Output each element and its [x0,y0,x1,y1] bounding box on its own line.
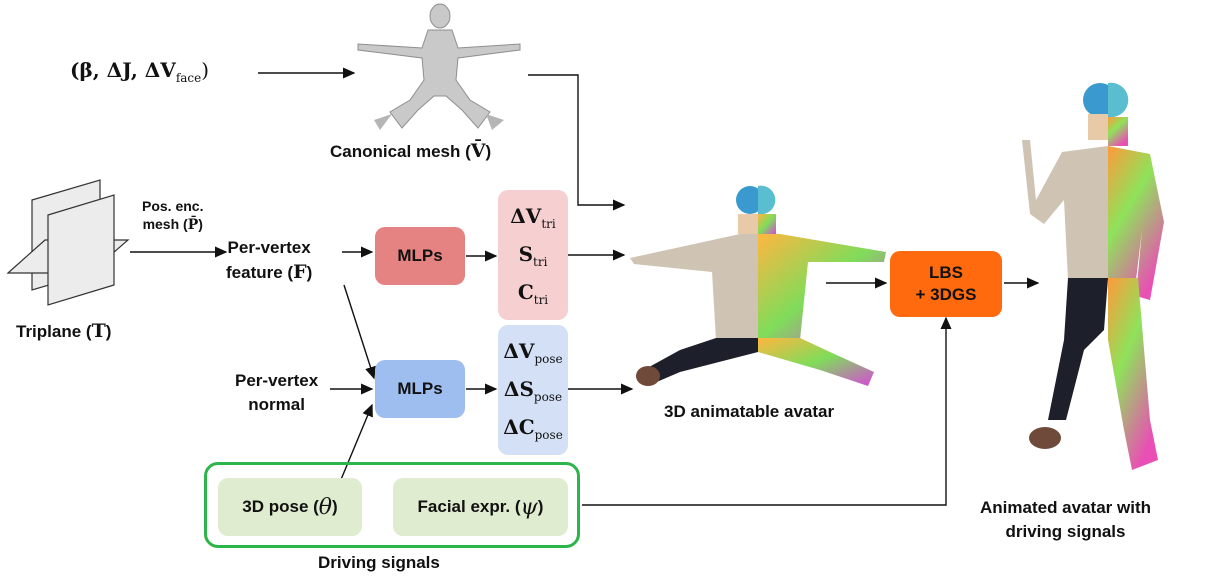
mlp-box-pose: MLPs [375,360,465,418]
mlp-box-triplane: MLPs [375,227,465,285]
canonical-mesh-label: Canonical mesh (V̄) [330,140,492,162]
per-vertex-feature-label: Per-vertex feature (F) [226,238,313,283]
pose-signal-box: 3D pose (θ) [218,478,362,536]
arrow-driving-to-lbs [582,316,952,506]
driving-signals-title: Driving signals [318,553,440,572]
output-delta-s-pose: ΔSpose [503,376,563,404]
triplane-outputs-box: ΔVtri Stri Ctri [498,190,568,320]
output-c-tri: Ctri [517,279,549,307]
animated-avatar-label: Animated avatar with driving signals [980,498,1151,541]
triplane-label: Triplane (T) [16,320,112,342]
arrow-mesh-to-avatar [528,74,626,211]
output-s-tri: Stri [518,241,548,269]
driving-signals-frame [204,462,580,548]
pose-outputs-box: ΔVpose ΔSpose ΔCpose [498,325,568,455]
avatar-label: 3D animatable avatar [664,402,835,421]
params-label: (β, ΔJ, ΔVface) [70,58,210,85]
per-vertex-normal-label: Per-vertex normal [235,371,319,414]
facial-expr-signal-box: Facial expr. (ψ) [393,478,568,536]
lbs-3dgs-box: LBS + 3DGS [890,251,1002,317]
pos-enc-label: Pos. enc. mesh (P̄) [142,198,204,233]
output-delta-v-pose: ΔVpose [503,338,563,366]
arrow-feature-to-mlp2 [343,284,376,380]
output-delta-v-tri: ΔVtri [510,203,556,231]
output-delta-c-pose: ΔCpose [503,414,563,442]
